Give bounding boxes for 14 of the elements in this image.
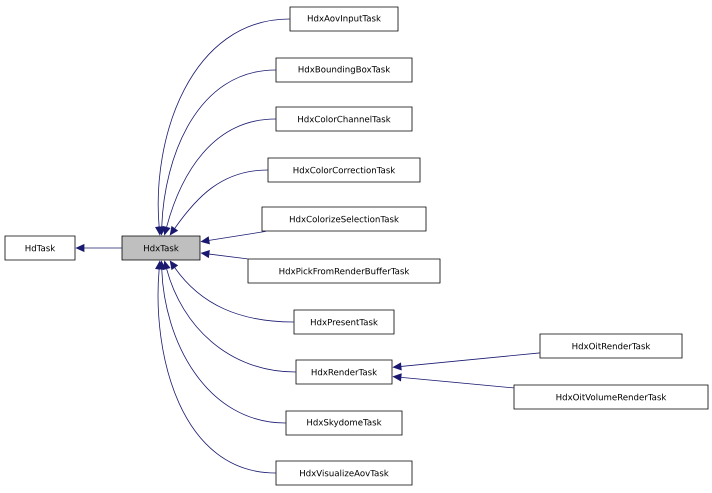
class-box: HdxSkydomeTask (286, 410, 402, 436)
class-box: HdxColorizeSelectionTask (262, 206, 426, 232)
class-box: HdxVisualizeAovTask (276, 460, 412, 486)
class-box: HdxTask (122, 236, 200, 260)
class-box: HdxOitRenderTask (540, 334, 682, 358)
class-box: HdxBoundingBoxTask (276, 58, 412, 82)
class-box: HdxPresentTask (294, 310, 394, 334)
class-box: HdxPickFromRenderBufferTask (248, 258, 440, 284)
class-box: HdxColorCorrectionTask (268, 158, 420, 182)
class-box: HdxColorChannelTask (276, 106, 412, 132)
class-box: HdTask (4, 236, 76, 260)
class-box: HdxOitVolumeRenderTask (514, 384, 708, 410)
class-box: HdxAovInputTask (290, 6, 398, 32)
class-box: HdxRenderTask (296, 360, 392, 384)
